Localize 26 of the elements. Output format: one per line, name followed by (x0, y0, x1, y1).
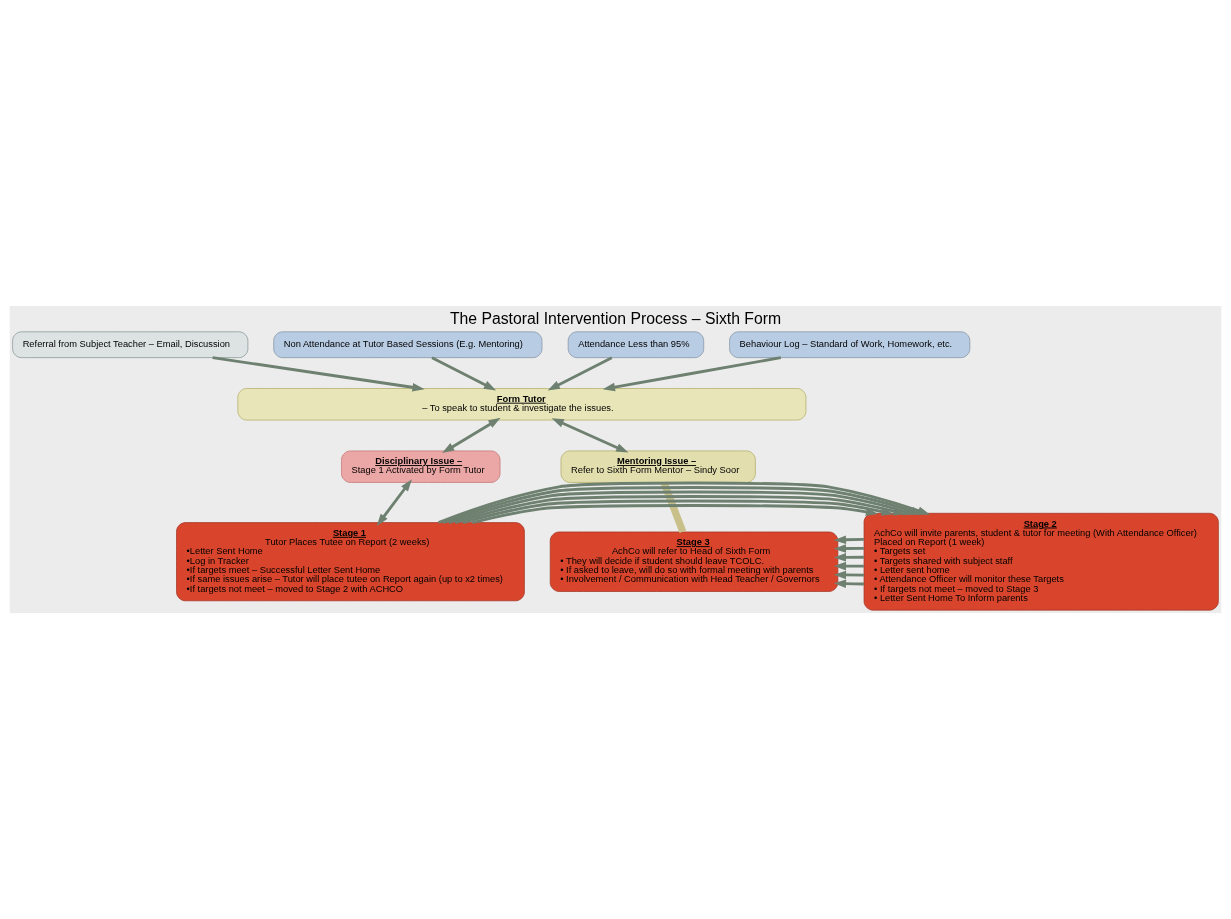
arrow (212, 356, 425, 392)
arrow (376, 479, 412, 526)
arrow (833, 579, 864, 588)
arrow (462, 499, 894, 524)
node-box: Non Attendance at Tutor Based Sessions (E.g. Mentoring) (273, 331, 543, 358)
node-box: Stage 2 AchCo will invite parents, student & tutor for meeting (With Attendance Officer) Placed on Report (1 week) • Targets set • Targets shared with subject staff • Letter sent home • Attendance Officer will monitor these Targets • If targets not meet – moved to Stage 3 • Letter Sent Home To Inform parents (863, 512, 1219, 611)
node-box: Behaviour Log – Standard of Work, Homework, etc. (729, 331, 971, 358)
arrow (833, 553, 864, 562)
diagram-title: The Pastoral Intervention Process – Sixth Form (449, 310, 782, 328)
node-box: Disciplinary Issue – Stage 1 Activated by Form Tutor (341, 450, 501, 483)
node-box: Referral from Subject Teacher – Email, Discussion (12, 331, 249, 358)
node-box: Stage 3 AchCo will refer to Head of Sixth Form • They will decide if student should leave TCOLC. • If asked to leave, will do so with formal meeting with parents • Involvement / Communication with Head Teacher / Governors (549, 531, 839, 592)
node-box: Stage 1 Tutor Places Tutee on Report (2 weeks) •Letter Sent Home •Log in Tracker •If targets meet – Successful Letter Sent Home •If same issues arise – Tutor will place tutee on Report again (up to x2 times) •If targets not meet – moved to Stage 2 with ACHCO (176, 522, 525, 602)
arrow (547, 356, 613, 391)
arrow (431, 356, 497, 391)
arrow (833, 561, 864, 571)
arrow (833, 570, 864, 580)
arrow (602, 356, 782, 392)
arrow (833, 544, 864, 553)
arrow (551, 418, 629, 453)
node-box: Attendance Less than 95% (567, 331, 705, 358)
node-box: Mentoring Issue – Refer to Sixth Form Mentor – Sindy Soor (560, 450, 756, 483)
node-box: Form Tutor – To speak to student & investigate the issues. (237, 388, 807, 421)
arrow (833, 535, 864, 544)
arrow (472, 504, 879, 524)
arrow (442, 417, 501, 454)
